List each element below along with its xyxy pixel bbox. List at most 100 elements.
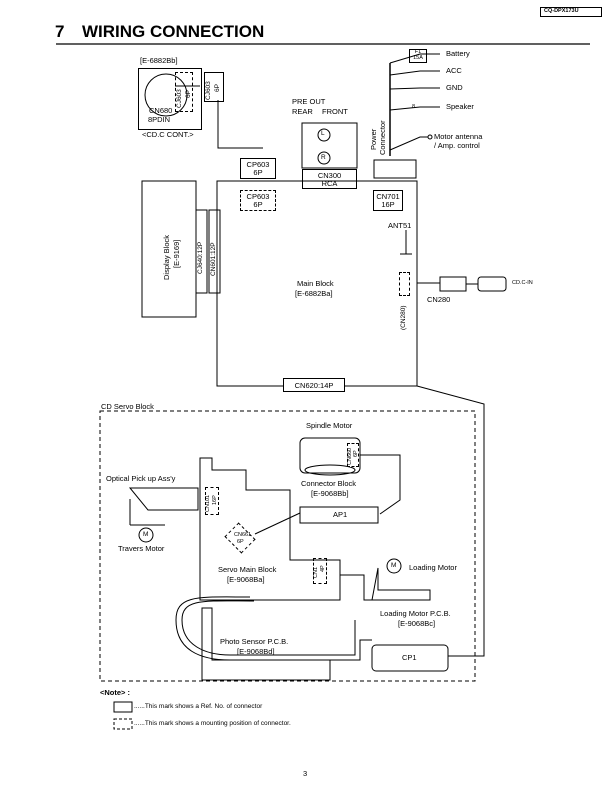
cn1-mount [313,558,327,584]
loading-motor-pcb [371,567,431,601]
cn680-din-connector [144,73,188,117]
photo-sensor-pcb [201,607,331,681]
spindle-label: Spindle Motor [306,421,353,430]
wire-cn620-cp1 [416,385,485,657]
legend-solid-mark [113,701,133,713]
cp603-upper-label: CP603 [246,160,270,169]
cj603-ext-label: CJ603 [205,81,212,100]
cn661-pins: 6P [237,539,244,545]
wire-motor-antenna [389,136,428,151]
cn280-label: CN280 [427,295,451,304]
speaker-count: 8 [412,104,416,110]
cn280-mount [399,272,410,296]
cp1-label: CP1 [402,653,417,662]
travers-m-label: M [143,531,149,538]
photo-sensor-label: Photo Sensor P.C.B. [220,637,289,646]
cdc-in-label: CD.C-IN [512,280,533,286]
cn280-box-label: (CN280) [400,305,407,330]
wire-cn1-loading [340,574,372,601]
main-block-ref: [E-6882Ba] [295,289,333,298]
power-connector-line2: Connector [378,120,387,155]
motor-antenna-terminal [427,134,433,140]
cdc-controller-box [138,68,202,130]
cdc-in-plug [477,276,507,292]
fuse-box: F1 15A [409,49,427,63]
cn300-rca: RCA [321,178,338,188]
fuse-label: F1 [414,49,422,55]
cn300-label: CN300 [317,171,342,180]
power-connector-line1: Power [369,128,378,150]
display-block-title: Display Block [162,234,171,280]
cdc-cable-plug [439,276,467,292]
flat-cable-cp1-b [181,600,356,656]
pickup-arm [128,487,199,511]
cn620-box: CN620:14P [283,378,345,392]
fuse-rating: 15A [413,54,423,61]
wire-battery [389,53,440,64]
wire-cj603-cp603 [217,100,263,149]
cj640-label: CJ640:12P [197,241,204,274]
cp1-connector [371,644,449,672]
cj640-connector [195,209,208,294]
servo-main-title: Servo Main Block [218,565,277,574]
cp603-lower-pins: 6P [253,199,263,209]
acc-label: ACC [446,66,462,75]
servo-block-title: CD Servo Block [101,402,154,411]
cn1-label: CN1 [313,566,319,578]
pre-out-front: FRONT [322,107,348,116]
servo-main-outline [199,457,341,601]
wire-spindle-ap1 [360,454,401,515]
cn1-pins: 4P [320,565,326,572]
connector-block-label: Connector Block [301,479,357,488]
servo-main-ref: [E-9068Ba] [227,575,265,584]
cdc-ref: [E-6882Bb] [140,56,178,65]
cn701-box: CN701 16P [373,190,403,211]
wire-gnd [389,87,440,90]
note-solid-text: ......This mark shows a Ref. No. of conn… [134,703,263,710]
rca-jack-block [301,122,358,169]
motor-antenna-label: Motor antenna [434,132,483,141]
cn101-pins: 16P [212,495,218,505]
cn660-pins: 6P [353,450,359,457]
photo-sensor-ref: [E-9068Bd] [237,647,275,656]
loading-pcb-label: Loading Motor P.C.B. [380,609,451,618]
cn701-label: CN701 [376,192,400,201]
rca-l-label: L [321,130,325,137]
model-badge: CQ-DPX173U [540,7,602,17]
cn601-label: CN601:12P [210,242,217,276]
travers-motor-symbol [138,527,154,543]
rca-l-jack [317,128,331,142]
power-connector-box [373,159,417,179]
cj603-ext-pins: 6P [214,84,221,92]
legend-dashed-mark [113,718,133,730]
ap1-label: AP1 [333,510,348,519]
section-title: WIRING CONNECTION [82,22,265,41]
cn680-label: CN680 [149,106,173,115]
ant51-label: ANT51 [388,221,412,230]
loading-m-label: M [391,562,397,569]
rca-r-jack [317,151,331,165]
spindle-disc [304,464,356,476]
page-number: 3 [303,769,308,778]
cj603-pins: 6P [185,90,192,98]
gnd-label: GND [446,83,463,92]
cn661-label: CN661 [234,532,252,538]
speaker-label: Speaker [446,102,474,111]
pre-out-rear: REAR [292,107,313,116]
main-block-title: Main Block [297,279,334,288]
pickup-label: Optical Pick up Ass'y [106,474,176,483]
cn660-mount [347,443,359,467]
section-number: 7 [55,22,65,41]
travers-label: Travers Motor [118,544,165,553]
wire-acc [389,70,440,76]
cn300-box: CN300 RCA [302,169,357,189]
loading-motor-symbol [386,558,402,574]
battery-label: Battery [446,49,470,58]
cn601-connector [208,209,221,294]
amp-control-label: / Amp. control [434,141,480,150]
cp603-lower-label: CP603 [246,192,270,201]
cp603-lower: CP603 6P [240,190,276,211]
cj603-label: CJ603 [176,89,183,108]
wire-ap1-cn661 [254,512,301,535]
